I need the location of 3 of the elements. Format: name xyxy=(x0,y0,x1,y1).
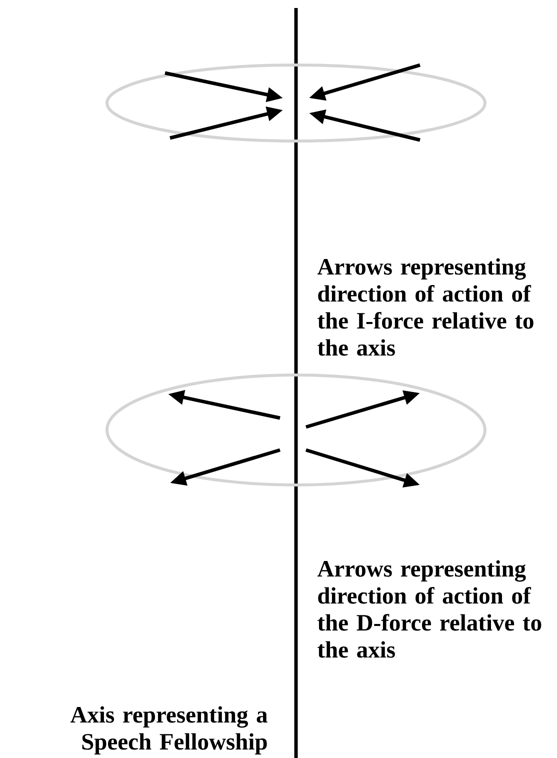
annotation-text: Axis representing a Speech Fellowship xyxy=(70,706,268,754)
annotation-text: Arrows representing direction of action of the D-force relative to the axis xyxy=(317,560,542,658)
annotation-text: Arrows representing direction of action of the I-force relative to the axis xyxy=(317,258,534,356)
